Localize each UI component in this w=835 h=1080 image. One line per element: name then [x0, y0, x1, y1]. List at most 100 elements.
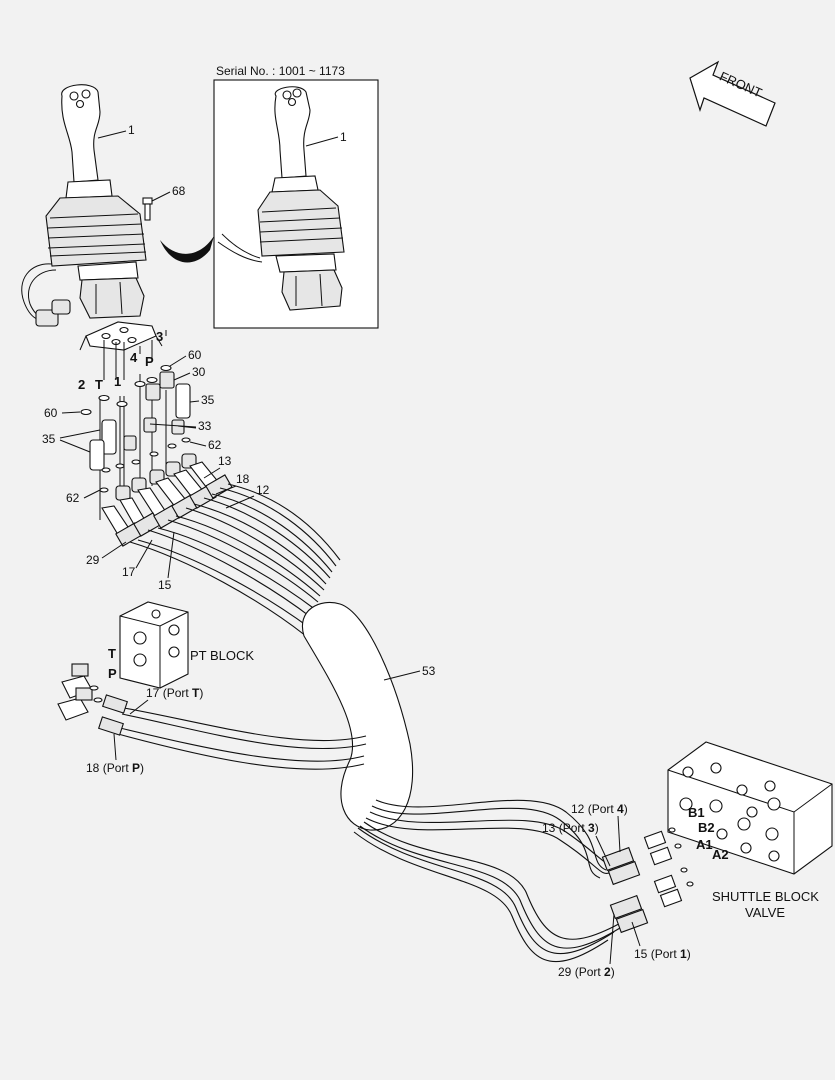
leader-hose-15-port-1	[631, 921, 641, 947]
callout-hose-17-pre: (Port	[159, 686, 192, 700]
callout-hose-17-num: 17	[146, 686, 160, 700]
callout-hose-29-pre: (Port	[571, 965, 604, 979]
shuttle-hose-ends	[601, 827, 694, 934]
pt-port-t-label: T	[108, 646, 116, 661]
callout-hose-18-pre: (Port	[99, 761, 132, 775]
leader-joystick-inset	[305, 136, 339, 147]
port-label-t: T	[95, 377, 103, 392]
callout-hose-17: 17	[122, 565, 136, 579]
callout-hose-18-port-p: 18 (Port P)	[86, 761, 144, 775]
shuttle-port-b1: B1	[688, 805, 705, 820]
leader-hose-13-port-3	[595, 835, 611, 867]
callout-hose-12-pre: (Port	[584, 802, 617, 816]
leader-oring-62-left	[83, 489, 101, 499]
fittings-column	[80, 364, 197, 501]
callout-hose-18-post: )	[140, 761, 144, 775]
callout-hose-13: 13	[218, 454, 232, 468]
callout-hose-12-num: 12	[571, 802, 585, 816]
pt-port-p-label: P	[108, 666, 117, 681]
callout-bolt: 68	[172, 184, 186, 198]
callout-hose-13-pre: (Port	[555, 821, 588, 835]
callout-hose-12-port-4: 12 (Port 4)	[571, 802, 628, 816]
shuttle-title-line1: SHUTTLE BLOCK	[712, 889, 819, 904]
callout-hose-29-port: 2	[604, 965, 611, 979]
callout-hose-15-num: 15	[634, 947, 648, 961]
leader-hose-29-port-2	[609, 913, 615, 965]
port-label-1: 1	[114, 374, 121, 389]
callout-joystick-inset: 1	[340, 130, 347, 144]
shuttle-port-a1: A1	[696, 837, 713, 852]
callout-hose-12-port: 4	[617, 802, 624, 816]
pt-block	[119, 601, 189, 689]
callout-hose-12-post: )	[624, 802, 628, 816]
callout-hose-18-num: 18	[86, 761, 100, 775]
upper-hose-ends	[101, 461, 233, 547]
callout-hose-15-port-1: 15 (Port 1)	[634, 947, 691, 961]
callout-hose-29-post: )	[611, 965, 615, 979]
leader-oring-60-right	[169, 355, 187, 367]
callout-fitting-35-left: 35	[42, 432, 56, 446]
leader-adapter-30	[173, 372, 191, 381]
callout-hose-29-port-2: 29 (Port 2)	[558, 965, 615, 979]
callout-hose-18: 18	[236, 472, 250, 486]
callout-sleeve: 53	[422, 664, 436, 678]
callout-hose-12: 12	[256, 483, 270, 497]
callout-oring-60-left: 60	[44, 406, 58, 420]
leader-hose-17	[135, 539, 153, 569]
callout-hose-13-port-3: 13 (Port 3)	[542, 821, 599, 835]
shuttle-block	[667, 741, 833, 875]
leader-fitting-35-right	[189, 400, 200, 403]
leader-fitting-35-left	[59, 429, 101, 453]
callout-hose-15-post: )	[687, 947, 691, 961]
front-arrow: FRONT	[689, 60, 776, 127]
callout-fitting-35-right: 35	[201, 393, 215, 407]
callout-adapter-30: 30	[192, 365, 206, 379]
callout-oring-62-left: 62	[66, 491, 80, 505]
callout-hose-29: 29	[86, 553, 100, 567]
pt-hose-ends	[57, 663, 129, 736]
leader-oring-60-left	[61, 411, 81, 414]
callout-hose-13-port: 3	[588, 821, 595, 835]
serial-note: Serial No. : 1001 ~ 1173	[216, 64, 345, 78]
callout-hose-13-num: 13	[542, 821, 556, 835]
base-plate	[85, 321, 157, 351]
leader-hose-13	[203, 467, 221, 479]
leader-hose-12	[225, 495, 255, 509]
callout-oring-62-right: 62	[208, 438, 222, 452]
leader-hose-29	[101, 541, 127, 559]
callout-hose-17-port-t: 17 (Port T)	[146, 686, 203, 700]
leader-adapter-33	[149, 423, 197, 429]
protective-sleeve	[301, 602, 414, 831]
port-label-4: 4	[130, 350, 138, 365]
callout-hose-15-port: 1	[680, 947, 687, 961]
leader-sleeve	[383, 670, 421, 681]
inset-joystick	[217, 86, 345, 311]
callout-hose-13-post: )	[595, 821, 599, 835]
port-label-3: 3	[156, 329, 163, 344]
callout-hose-17-post: )	[199, 686, 203, 700]
shuttle-title-line2: VALVE	[745, 905, 785, 920]
callout-hose-15-pre: (Port	[647, 947, 680, 961]
callout-hose-29-num: 29	[558, 965, 572, 979]
callout-adapter-33: 33	[198, 419, 212, 433]
leader-hose-12-port-4	[617, 815, 621, 853]
callout-oring-60-right: 60	[188, 348, 202, 362]
shuttle-port-b2: B2	[698, 820, 715, 835]
hose-bundle-pt	[117, 707, 367, 770]
leader-hose-17-port-t	[129, 699, 149, 715]
callout-hose-17-port: T	[192, 686, 200, 700]
callout-joystick-main: 1	[128, 123, 135, 137]
pt-block-title: PT BLOCK	[190, 648, 254, 663]
inset-pointer-arrow	[160, 236, 214, 263]
serial-inset: Serial No. : 1001 ~ 1173 1	[213, 64, 379, 329]
hose-bundle-upper	[129, 483, 341, 637]
leader-hose-15	[167, 531, 175, 579]
bolt-68	[142, 197, 153, 221]
leader-oring-62-right	[189, 441, 207, 447]
callout-hose-15: 15	[158, 578, 172, 592]
hose-bundle-lower-right	[353, 799, 627, 963]
leader-joystick-main	[97, 130, 127, 139]
leader-bolt	[151, 191, 171, 202]
shuttle-port-a2: A2	[712, 847, 729, 862]
port-label-2: 2	[78, 377, 85, 392]
